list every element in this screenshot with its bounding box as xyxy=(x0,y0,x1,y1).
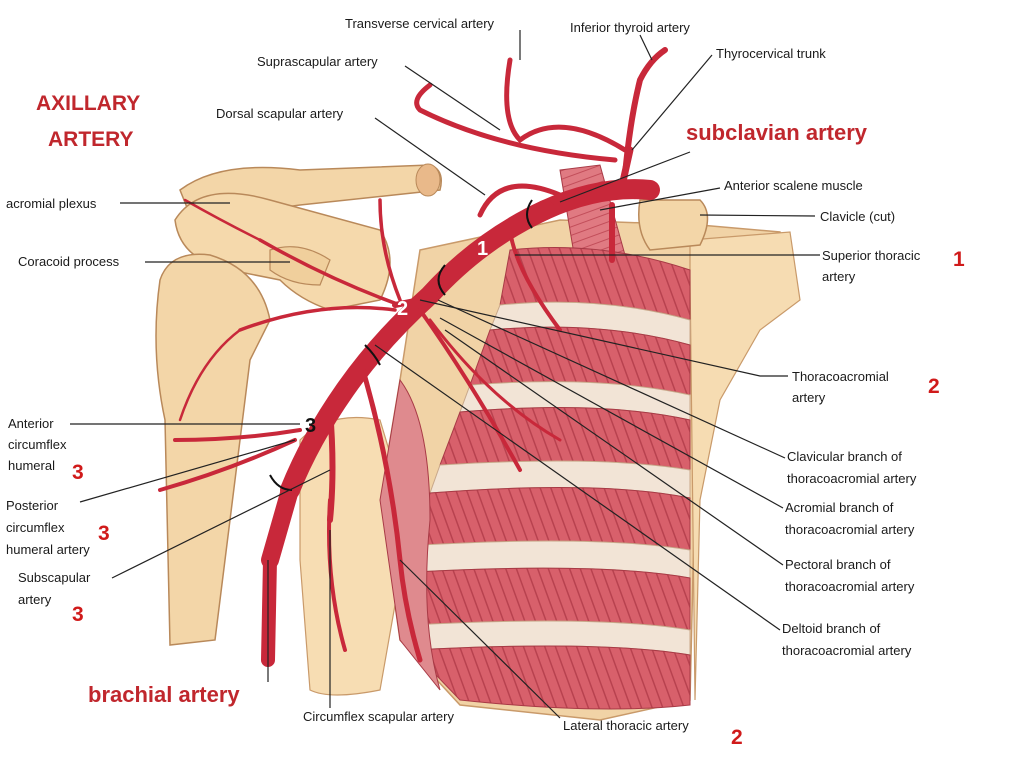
segment-number-2: 2 xyxy=(397,298,408,320)
number-anterior-circumflex: 3 xyxy=(72,461,84,484)
label-circumflex-scapular: Circumflex scapular artery xyxy=(303,709,454,724)
leader-thyrocervical xyxy=(631,54,713,151)
circumflex-scapular-artery xyxy=(327,498,347,652)
serratus-slips xyxy=(379,378,441,691)
label-subscapular-1: Subscapular xyxy=(18,570,91,585)
label-deltoid-branch-1: Deltoid branch of xyxy=(782,621,881,636)
label-superior-thoracic-2: artery xyxy=(822,269,856,284)
label-posterior-circumflex-1: Posterior xyxy=(6,498,59,513)
leader-anterior-scalene xyxy=(599,187,721,211)
acromial-twig-1 xyxy=(183,198,262,242)
label-lateral-thoracic: Lateral thoracic artery xyxy=(563,718,689,733)
deltoid-branch xyxy=(238,305,397,332)
label-posterior-circumflex-3: humeral artery xyxy=(6,542,90,557)
intercostal-band-6 xyxy=(410,645,691,710)
pectoral-branch-2 xyxy=(428,318,562,442)
label-posterior-circumflex-2: circumflex xyxy=(6,520,65,535)
leader-subscapular xyxy=(111,469,331,579)
label-anterior-circumflex-1: Anterior xyxy=(8,416,54,431)
label-clavicular-branch-1: Clavicular branch of xyxy=(787,449,902,464)
label-acromial-branch-1: Acromial branch of xyxy=(785,500,894,515)
segment-number-1: 1 xyxy=(477,238,488,260)
label-thoracoacromial-1: Thoracoacromial xyxy=(792,369,889,384)
transverse-cervical-artery xyxy=(504,57,628,153)
superior-thoracic-artery xyxy=(508,228,562,332)
acromial-branch xyxy=(258,238,402,307)
segment-number-3: 3 xyxy=(305,415,316,437)
label-pectoral-branch-1: Pectoral branch of xyxy=(785,557,891,572)
clavicular-branch xyxy=(378,198,402,302)
label-acromial-plexus: acromial plexus xyxy=(6,196,97,211)
humerus xyxy=(155,253,271,646)
leader-clavicular-branch xyxy=(437,299,786,459)
label-coracoid: Coracoid process xyxy=(18,254,120,269)
subclavian-artery xyxy=(535,179,660,220)
leader-posterior-circumflex xyxy=(79,439,296,503)
heading-subclavian-artery: subclavian artery xyxy=(686,120,868,145)
posterior-circumflex-humeral-artery xyxy=(158,438,297,492)
leader-pectoral-branch xyxy=(444,329,784,566)
number-lateral-thoracic: 2 xyxy=(731,726,743,749)
leader-clavicle xyxy=(699,214,816,217)
leader-thoracoacromial xyxy=(419,299,788,377)
marker-pectoralis-lower xyxy=(364,344,381,366)
lateral-thoracic-artery xyxy=(357,357,423,663)
title-line-1: AXILLARY xyxy=(36,92,140,115)
number-superior-thoracic: 1 xyxy=(953,248,965,271)
label-deltoid-branch-2: thoracoacromial artery xyxy=(782,643,912,658)
marker-first-rib xyxy=(526,199,533,229)
label-clavicular-branch-2: thoracoacromial artery xyxy=(787,471,917,486)
axillary-artery xyxy=(280,200,555,500)
leader-suprascapular xyxy=(404,65,501,131)
label-thyrocervical: Thyrocervical trunk xyxy=(716,46,826,61)
clavicle-cut-medial xyxy=(638,199,709,251)
label-clavicle: Clavicle (cut) xyxy=(820,209,895,224)
leader-subclavian xyxy=(559,151,691,203)
marker-pectoralis-upper xyxy=(437,264,446,296)
label-suprascapular: Suprascapular artery xyxy=(257,54,378,69)
dorsal-scapular-artery xyxy=(477,183,563,218)
brachial-artery xyxy=(261,481,299,569)
clavicle-cut-end xyxy=(415,163,441,197)
label-anterior-scalene: Anterior scalene muscle xyxy=(724,178,863,193)
number-subscapular: 3 xyxy=(72,603,84,626)
leader-deltoid-branch xyxy=(374,344,781,631)
acromial-twig-2 xyxy=(178,328,242,422)
label-superior-thoracic-1: Superior thoracic xyxy=(822,248,921,263)
inferior-thyroid-artery xyxy=(622,47,668,178)
label-dorsal-scapular: Dorsal scapular artery xyxy=(216,106,344,121)
leader-lateral-thoracic xyxy=(399,559,561,719)
label-anterior-circumflex-3: humeral xyxy=(8,458,55,473)
label-pectoral-branch-2: thoracoacromial artery xyxy=(785,579,915,594)
label-transverse-cervical: Transverse cervical artery xyxy=(345,16,495,31)
number-posterior-circumflex: 3 xyxy=(98,522,110,545)
label-acromial-branch-2: thoracoacromial artery xyxy=(785,522,915,537)
pectoral-branch xyxy=(418,308,522,472)
label-anterior-circumflex-2: circumflex xyxy=(8,437,67,452)
muscles xyxy=(379,164,691,710)
leader-lines xyxy=(70,30,820,719)
label-inferior-thyroid: Inferior thyroid artery xyxy=(570,20,690,35)
number-thoracoacromial: 2 xyxy=(928,375,940,398)
title-line-2: ARTERY xyxy=(48,128,134,151)
suprascapular-artery xyxy=(414,82,618,163)
label-subscapular-2: artery xyxy=(18,592,52,607)
anterior-circumflex-humeral-artery xyxy=(173,428,302,442)
leader-dorsal-scapular xyxy=(374,117,486,196)
heading-brachial-artery: brachial artery xyxy=(88,682,240,707)
label-thoracoacromial-2: artery xyxy=(792,390,826,405)
leader-acromial-branch xyxy=(439,317,784,509)
leader-inferior-thyroid xyxy=(639,34,653,61)
